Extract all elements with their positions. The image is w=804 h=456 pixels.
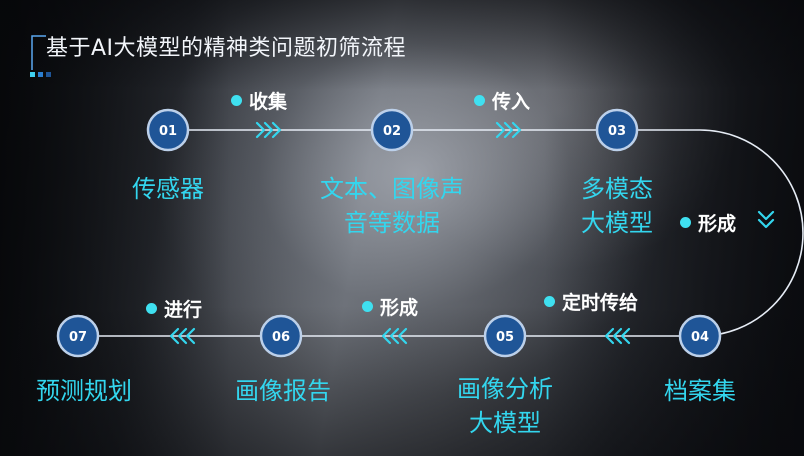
flow-node-03: 03 [595, 108, 639, 152]
bullet-dot-icon [231, 95, 242, 106]
node-number: 02 [383, 124, 401, 139]
node-label-prediction: 预测规划 [36, 377, 132, 405]
flow-node-05: 05 [483, 314, 527, 358]
page-title: 基于AI大模型的精神类问题初筛流程 [46, 36, 407, 61]
bullet-dot-icon [544, 296, 555, 307]
flow-node-02: 02 [370, 108, 414, 152]
chevron-right-icon [255, 121, 282, 139]
transition-label: 形成 [698, 213, 737, 235]
transition-label: 形成 [380, 297, 419, 319]
transition-perform: 进行 [146, 295, 202, 322]
node-number: 03 [608, 124, 626, 139]
node-number: 01 [159, 124, 177, 139]
transition-form-archive: 形成 [680, 209, 736, 236]
transition-scheduled-send: 定时传给 [544, 288, 638, 315]
bullet-dot-icon [474, 95, 485, 106]
node-label-sensor: 传感器 [132, 175, 204, 203]
background-shade [0, 0, 804, 90]
chevron-left-icon [381, 327, 408, 345]
chevron-left-icon [604, 327, 631, 345]
chevron-left-icon [169, 327, 196, 345]
flow-node-07: 07 [56, 314, 100, 358]
flow-node-06: 06 [259, 314, 303, 358]
transition-input: 传入 [474, 87, 530, 114]
transition-collect: 收集 [231, 87, 287, 114]
transition-label: 传入 [492, 91, 531, 113]
node-number: 06 [272, 330, 290, 345]
flow-node-04: 04 [678, 314, 722, 358]
node-label-portrait-report: 画像报告 [235, 377, 331, 405]
flow-node-01: 01 [146, 108, 190, 152]
node-number: 07 [69, 330, 87, 345]
bullet-dot-icon [362, 301, 373, 312]
chevron-right-icon [495, 121, 522, 139]
transition-form-report: 形成 [362, 293, 418, 320]
bullet-dot-icon [680, 217, 691, 228]
background-shade [0, 306, 804, 456]
title-bracket-icon [30, 35, 51, 77]
node-label-multimodal-model: 多模态 大模型 [581, 175, 653, 237]
node-number: 05 [496, 330, 514, 345]
chevron-down-icon [757, 210, 775, 229]
node-label-data: 文本、图像声 音等数据 [320, 175, 464, 237]
bullet-dot-icon [146, 303, 157, 314]
transition-label: 进行 [164, 299, 203, 321]
node-label-archive: 档案集 [664, 377, 736, 405]
node-label-portrait-model: 画像分析 大模型 [457, 375, 553, 437]
node-number: 04 [691, 330, 709, 345]
flow-track [78, 129, 804, 337]
transition-label: 收集 [249, 91, 288, 113]
transition-label: 定时传给 [562, 292, 639, 314]
